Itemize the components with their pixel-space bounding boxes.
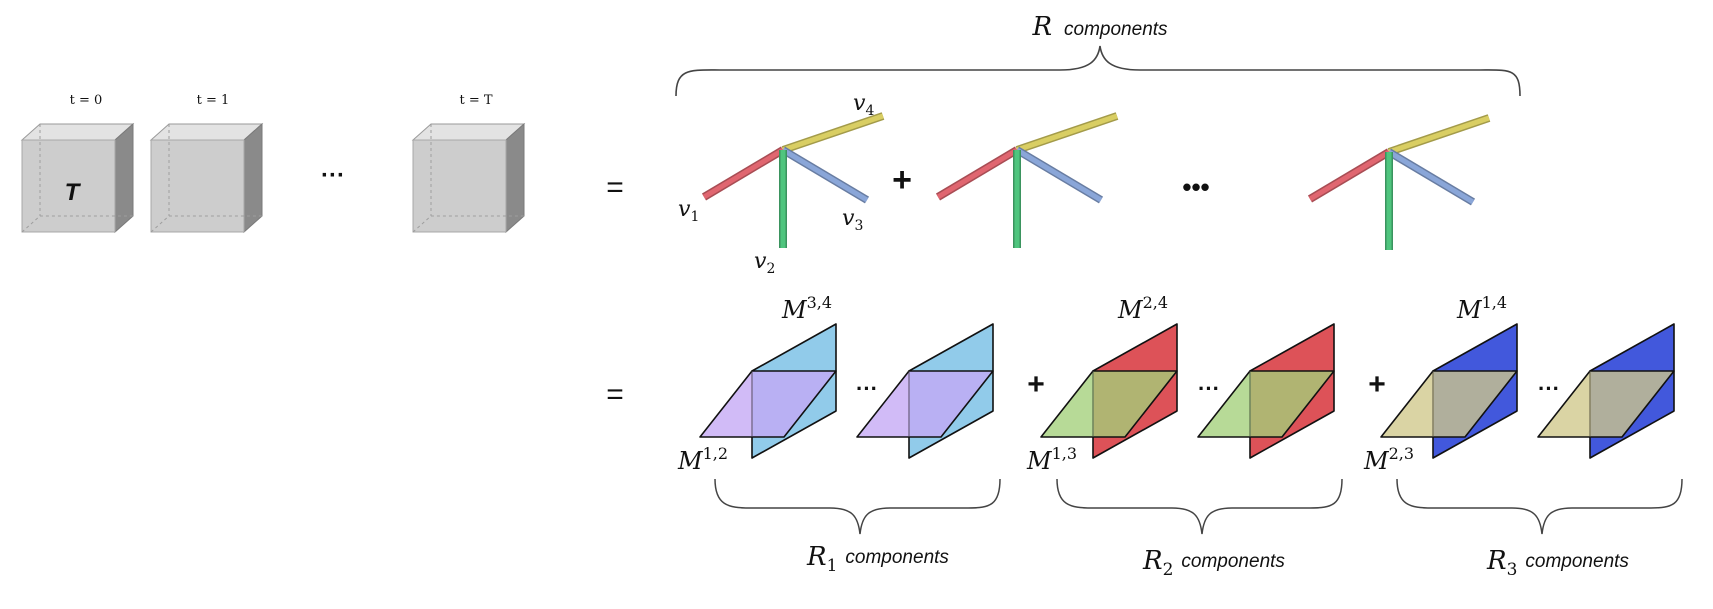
vector-label-v1: v1 <box>678 197 699 225</box>
top-brace-label: R components <box>1031 12 1168 42</box>
tensor-cube-2 <box>411 122 526 234</box>
front-plane <box>856 370 994 438</box>
plane-pair-g3-1 <box>1380 323 1518 459</box>
front-plane <box>1040 370 1178 438</box>
brace-R2 <box>1056 478 1343 535</box>
top-ellipsis: ••• <box>1182 172 1209 202</box>
top-brace <box>675 45 1521 97</box>
bottom-plus-1: + <box>1027 368 1045 401</box>
matrix-label-M24: M2,4 <box>1117 293 1168 324</box>
plane-pair-g2-2 <box>1197 323 1335 459</box>
matrix-label-M14: M1,4 <box>1456 293 1507 324</box>
rank-one-component-0 <box>701 112 885 248</box>
brace-R1 <box>714 478 1001 535</box>
rank-one-component-1 <box>935 112 1119 248</box>
time-label-1: t = 1 <box>197 93 230 108</box>
vector-label-v4: v4 <box>853 91 874 119</box>
vector-label-v3: v3 <box>842 206 863 234</box>
equals-sign-top: = <box>606 171 624 204</box>
bottom-plus-2: + <box>1368 368 1386 401</box>
plane-pair-g2-1 <box>1040 323 1178 459</box>
equals-sign-bottom: = <box>606 378 624 411</box>
rank-one-component-2 <box>1307 114 1491 250</box>
top-plus: + <box>892 161 912 199</box>
time-label-T: t = T <box>459 93 492 108</box>
tensor-cube-1 <box>149 122 264 234</box>
bottom-ellipsis-2: ··· <box>1198 376 1220 401</box>
time-ellipsis: ··· <box>321 162 345 189</box>
bottom-ellipsis-1: ··· <box>856 376 878 401</box>
vector-label-v2: v2 <box>754 249 775 277</box>
front-plane <box>699 370 837 438</box>
time-label-0: t = 0 <box>70 93 103 108</box>
brace-R3 <box>1396 478 1683 535</box>
plane-pair-g1-1 <box>699 323 837 459</box>
matrix-label-M13: M1,3 <box>1026 444 1077 475</box>
bottom-ellipsis-3: ··· <box>1538 376 1560 401</box>
matrix-label-M12: M1,2 <box>677 444 728 475</box>
tensor-cube-0 <box>20 122 135 234</box>
front-plane <box>1537 370 1675 438</box>
plane-pair-g3-2 <box>1537 323 1675 459</box>
tensor-label: T <box>65 179 82 206</box>
front-plane <box>1197 370 1335 438</box>
plane-pair-g1-2 <box>856 323 994 459</box>
tensor-sequence: t = 0 t = 1 t = T T ··· <box>20 93 526 234</box>
front-plane <box>1380 370 1518 438</box>
matrix-label-M23: M2,3 <box>1363 444 1414 475</box>
matrix-label-M34: M3,4 <box>781 293 832 324</box>
top-brace-group: R components <box>675 12 1521 97</box>
